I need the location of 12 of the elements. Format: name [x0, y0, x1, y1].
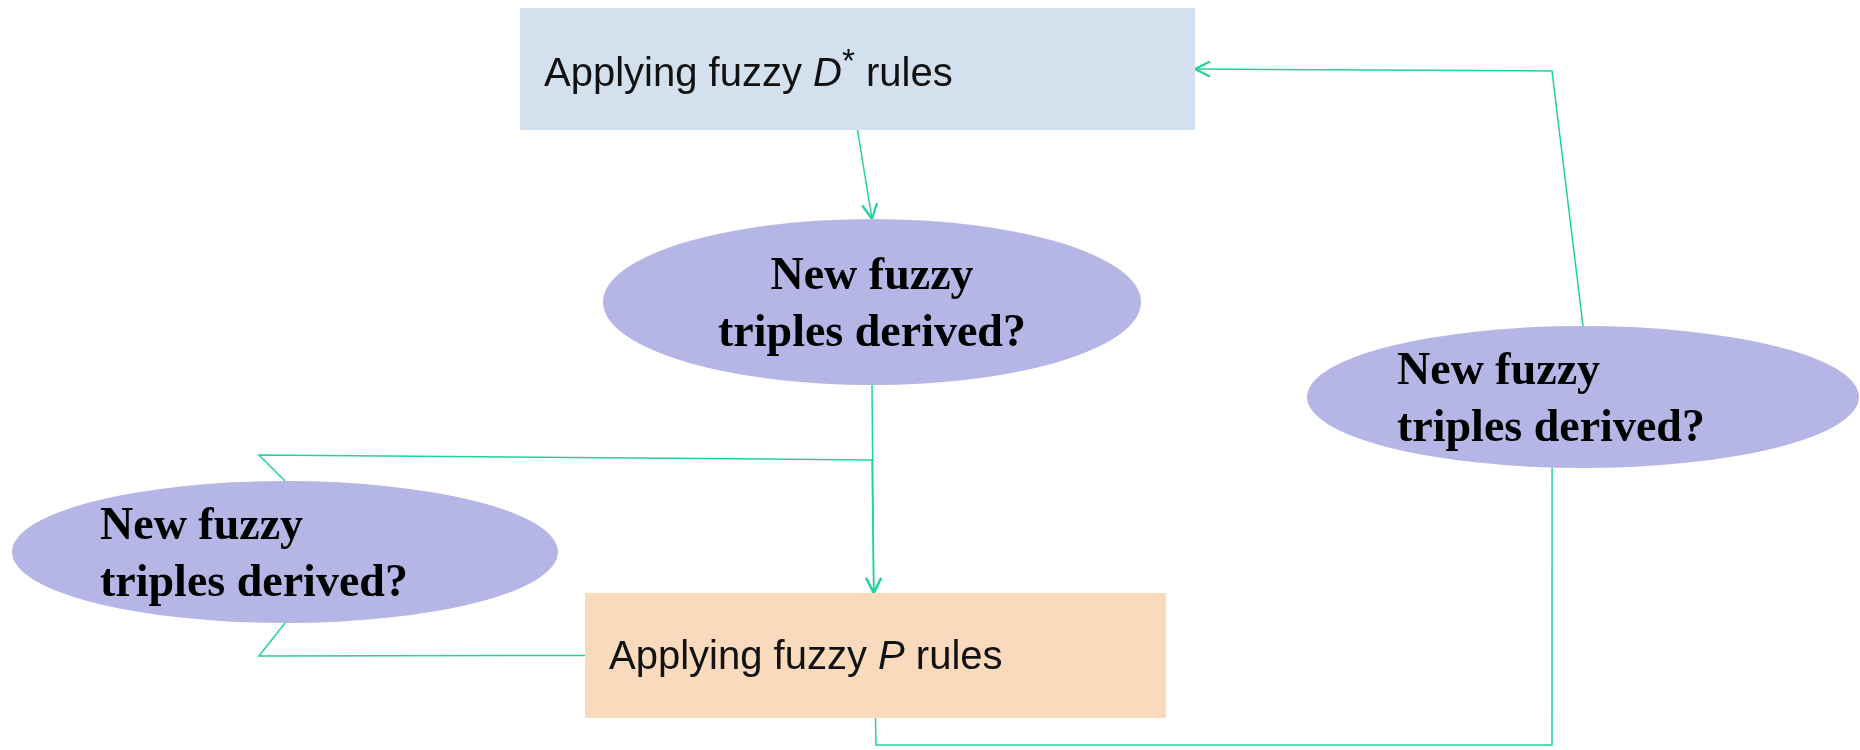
process-box [520, 8, 1195, 130]
connector-arrow [856, 129, 879, 221]
question-text: New fuzzy triples derived? [100, 496, 409, 608]
process-label: Applying fuzzy P rules [609, 633, 1003, 678]
decision-ellipse [603, 219, 1141, 385]
decision-ellipse [12, 481, 558, 623]
decision-ellipse [1307, 326, 1859, 468]
process-box [585, 593, 1166, 718]
question-text: New fuzzy triples derived? [1397, 341, 1706, 453]
question-text: New fuzzy triples derived? [717, 246, 1027, 358]
connector-arrow [257, 454, 883, 595]
process-label: Applying fuzzy D$^{*}$ rules [544, 42, 953, 96]
